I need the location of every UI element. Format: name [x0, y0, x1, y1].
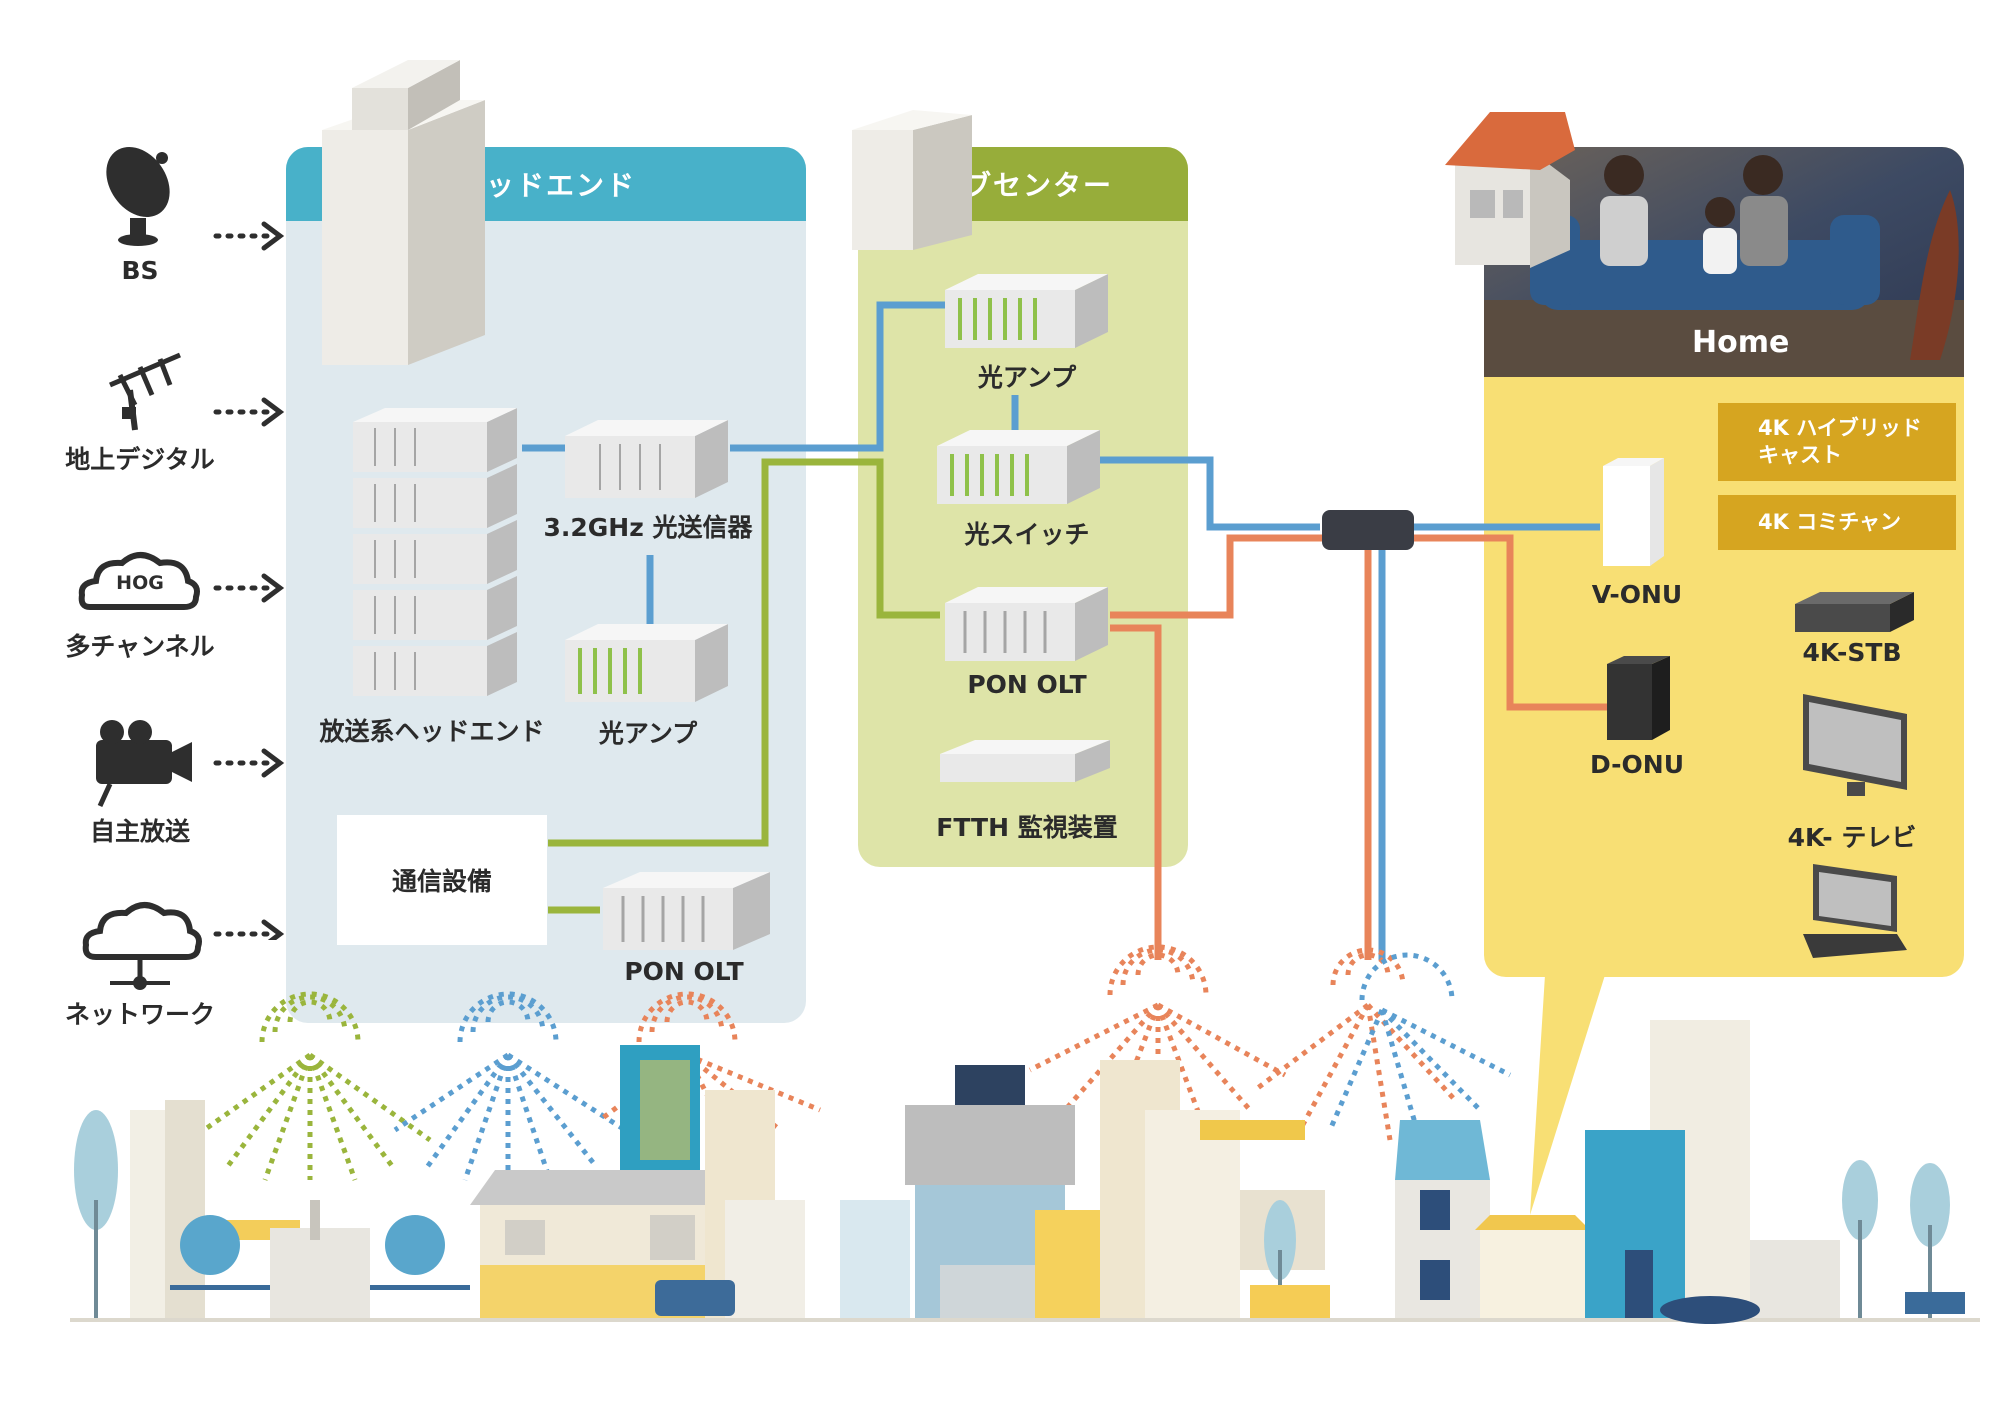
subcenter-building — [852, 110, 972, 250]
subcenter-optical-amp-label: 光アンプ — [977, 363, 1077, 392]
laptop-icon — [1803, 864, 1907, 958]
hog-text: HOG — [116, 572, 164, 594]
headend-optical-amp-device — [565, 624, 728, 702]
wireless-waves — [188, 944, 1512, 1181]
source-network: ネットワーク — [40, 895, 240, 1035]
home-bubble-tail — [1530, 975, 1605, 1215]
source-multichannel: HOG 多チャンネル — [40, 545, 240, 665]
blue-lines — [522, 301, 1600, 960]
optical-transmitter-label: 3.2GHz 光送信器 — [543, 513, 753, 542]
network-cloud-icon — [82, 902, 202, 990]
broadcast-headend-label: 放送系ヘッドエンド — [319, 717, 545, 746]
cityscape — [70, 1020, 1980, 1324]
v-onu-device — [1603, 458, 1664, 566]
optical-switch-device — [937, 430, 1100, 504]
green-lines — [548, 458, 940, 914]
headend-pon-olt-device — [603, 872, 770, 950]
4k-tv-label: 4K- テレビ — [1787, 823, 1917, 852]
source-label: 地上デジタル — [65, 445, 215, 474]
home-title: Home — [1692, 325, 1790, 360]
hog-cloud-icon — [78, 552, 200, 610]
source-bs: BS — [60, 140, 220, 290]
ftth-monitor-label: FTTH 監視装置 — [936, 813, 1118, 842]
headend-pon-olt-label: PON OLT — [624, 957, 744, 986]
headend-building — [322, 60, 485, 365]
ftth-monitor-device — [940, 740, 1110, 782]
wave-green — [188, 991, 432, 1181]
headend-optical-amp-label: 光アンプ — [598, 719, 698, 748]
satellite-dish-icon — [106, 146, 170, 246]
wave-orange-3 — [1253, 947, 1457, 1141]
v-onu-label: V-ONU — [1591, 580, 1683, 609]
subcenter-pon-olt-device — [945, 587, 1108, 661]
wave-blue — [393, 991, 627, 1181]
source-local-broadcast: 自主放送 — [40, 718, 240, 848]
tag-4k-hybridcast: 4K ハイブリッド キャスト — [1718, 403, 1956, 481]
source-terrestrial: 地上デジタル — [40, 345, 240, 475]
wave-blue-2 — [1327, 952, 1512, 1141]
source-label: 多チャンネル — [65, 632, 215, 661]
communication-equipment: 通信設備 — [337, 815, 547, 945]
orange-lines — [1110, 534, 1610, 960]
source-arrows — [213, 221, 285, 940]
optical-splitter — [1322, 510, 1414, 550]
4k-stb-device — [1795, 592, 1914, 632]
subcenter-optical-amp-device — [945, 274, 1108, 348]
tag-4k-community-channel: 4K コミチャン — [1718, 495, 1956, 550]
source-label: BS — [121, 256, 159, 285]
family-photo — [1484, 147, 1964, 377]
source-label: ネットワーク — [64, 1000, 216, 1029]
4k-tv-device — [1803, 694, 1907, 796]
d-onu-device — [1607, 656, 1670, 740]
optical-switch-label: 光スイッチ — [964, 520, 1090, 549]
video-camera-icon — [96, 720, 192, 808]
house-icon — [1445, 112, 1575, 268]
4k-stb-label: 4K-STB — [1802, 638, 1902, 667]
broadcast-headend-rack — [353, 408, 517, 696]
source-label: 自主放送 — [89, 817, 191, 846]
subcenter-pon-olt-label: PON OLT — [967, 670, 1087, 699]
optical-transmitter-device — [565, 420, 728, 498]
tv-antenna-icon — [109, 352, 181, 431]
d-onu-label: D-ONU — [1589, 750, 1685, 779]
